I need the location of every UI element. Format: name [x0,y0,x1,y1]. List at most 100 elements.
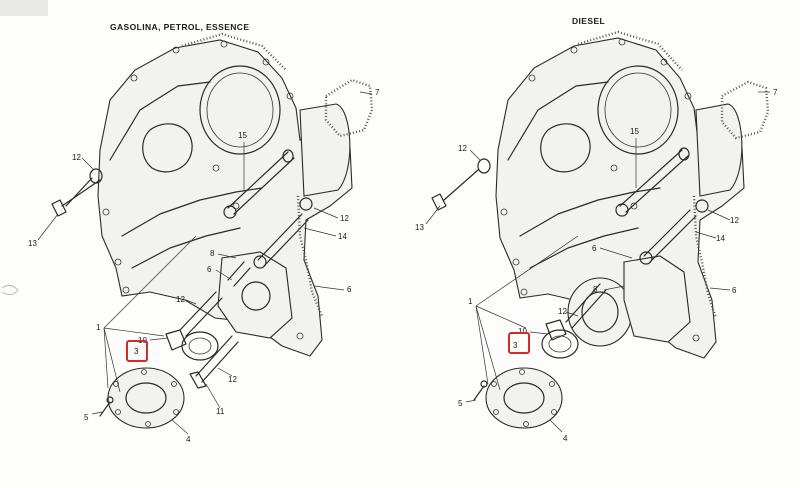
left-cover-rib [109,81,211,161]
left-callout-12: 12 [340,214,349,223]
left-callout-15: 15 [238,131,247,140]
left-petrol-diagram: 12 13 15 7 12 14 6 8 6 12 10 1 3 12 11 4… [28,32,380,444]
left-callout-5: 5 [84,413,89,422]
left-washer-15 [282,149,294,163]
left-callout-6: 6 [347,285,352,294]
left-callout-8: 8 [210,249,215,258]
right-seal-plate-holes [491,369,557,427]
left-highlight-box [126,340,148,362]
left-oil-seal-ring-inner [188,337,212,355]
right-diagram-title: DIESEL [572,16,605,26]
left-oil-pump-bore [241,281,271,311]
left-timing-cover [97,39,353,357]
right-camshaft-opening [597,65,679,155]
right-bolt-14 [643,209,697,263]
left-nut-10 [165,329,187,351]
right-highlight-box [508,332,530,354]
right-stud-12c [565,283,607,329]
left-camshaft-opening-inner [206,72,274,148]
right-callout-12: 12 [458,144,467,153]
left-seal-plate-holes [113,369,179,427]
left-bolt-14 [257,213,303,261]
left-cover-rib [121,187,263,237]
right-callout-10: 10 [518,327,527,336]
left-callout-12: 12 [228,375,237,384]
left-cover-window [142,123,193,173]
right-nut-10 [545,319,567,341]
left-stud-12c [179,291,223,337]
left-bolt-14-head [253,255,267,269]
right-bolt-13-head [431,193,447,211]
left-callout-4: 4 [186,435,191,444]
scan-smudge [1,284,19,296]
left-bolt-11-head [189,371,207,389]
left-callout-13: 13 [28,239,37,248]
right-callout-6: 6 [732,286,737,295]
right-oil-seal-ring-inner [548,335,572,353]
left-callout-11: 11 [216,407,225,416]
right-oil-seal-ring [541,329,579,359]
right-callout-7: 7 [773,88,778,97]
right-washer-12b [695,199,709,213]
left-callout-12: 12 [72,153,81,162]
right-diesel-diagram: 12 13 15 7 12 14 6 6 8 12 10 1 3 4 5 [415,30,778,443]
right-crank-flange [567,277,633,347]
right-callout-6: 6 [592,244,597,253]
left-bolt-13-thread [65,177,93,207]
left-callout-6: 6 [207,265,212,274]
right-callout-1: 1 [468,297,473,306]
right-washer-12a [477,158,491,174]
right-cover-rib [519,187,661,237]
left-bolt-15 [227,151,289,209]
left-gasket-6 [296,195,324,317]
right-callout-12: 12 [558,307,567,316]
left-oil-seal-ring [181,331,219,361]
left-bolt-11 [195,335,239,383]
right-oil-pump-body [623,255,691,343]
left-screw-5-head [106,396,114,404]
left-camshaft-opening [199,65,281,155]
left-screw-5 [99,401,111,417]
left-diagram-title: GASOLINA, PETROL, ESSENCE [110,22,249,32]
left-washer-12a [89,168,103,184]
left-callout-14: 14 [338,232,347,241]
right-callout-8: 8 [593,285,598,294]
right-cover-rib [529,227,639,269]
right-side-boss [695,103,743,197]
right-callout-13: 13 [415,223,424,232]
right-camshaft-opening-inner [604,72,672,148]
right-crank-bore [581,291,619,333]
right-gasket-7 [720,80,770,140]
left-callout-7: 7 [375,88,380,97]
left-bolt-13-shank [61,179,101,207]
scan-corner-mark [0,0,48,16]
right-bolt-14-head [639,251,653,265]
right-callout-4: 4 [563,434,568,443]
left-bolt-15-head [223,205,237,219]
left-oil-pump-body [217,251,293,339]
right-screw-5 [473,385,485,401]
right-screw-5-head [480,380,488,388]
right-seal-plate-bore [503,382,545,414]
left-seal-plate [107,367,185,429]
right-washer-15 [678,147,690,161]
left-bolt-15-edge [233,157,295,215]
right-cover-rib [507,81,609,161]
left-washer-12b [299,197,313,211]
left-bolt-14-edge [263,219,309,267]
left-side-boss [299,103,351,197]
right-callout-5: 5 [458,399,463,408]
right-callout-14: 14 [716,234,725,243]
right-bolt-15 [619,149,689,213]
right-bolt-15-head [615,203,629,217]
right-callout-12: 12 [730,216,739,225]
left-bolt-13-head [51,199,67,217]
left-cover-rib [131,227,241,269]
left-stud-8 [227,261,251,287]
right-callout-15: 15 [630,127,639,136]
right-callout-3: 3 [513,341,518,350]
right-leader-lines [425,91,770,433]
left-callout-12: 12 [176,295,185,304]
left-seal-plate-bore [125,382,167,414]
